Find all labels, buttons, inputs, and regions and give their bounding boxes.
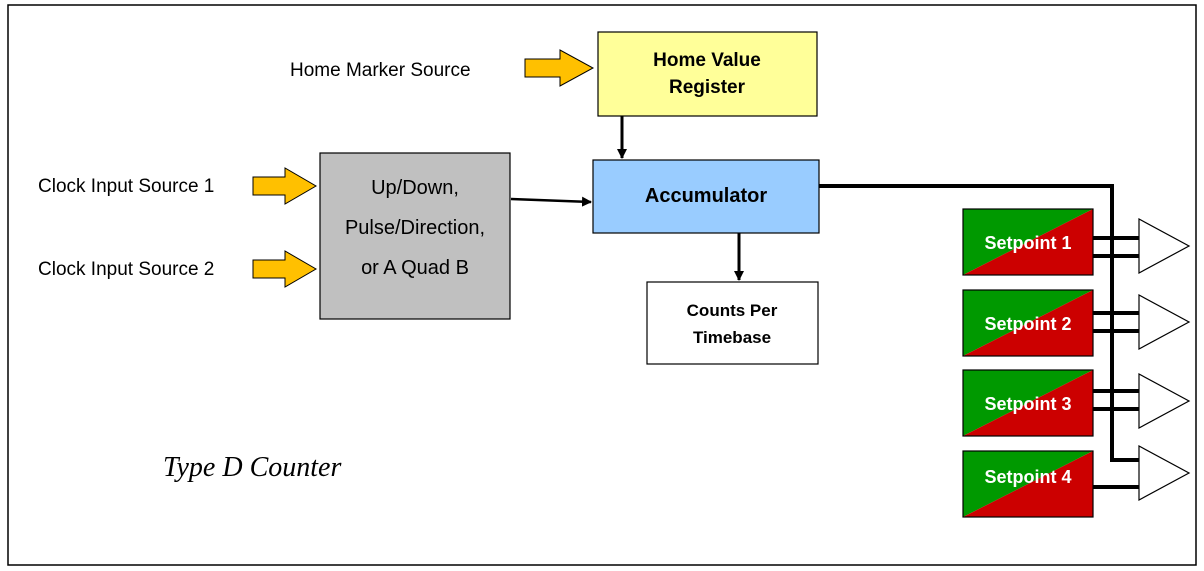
setpoint-4: Setpoint 4 xyxy=(962,450,1094,518)
mode-to-accumulator-arrow xyxy=(510,196,592,207)
clock-input-1-arrow xyxy=(252,167,317,205)
home-marker-source-label: Home Marker Source xyxy=(290,60,471,81)
accumulator-output-bus xyxy=(819,184,1139,462)
home-value-register-block xyxy=(597,31,818,117)
count-mode-label-line1: Up/Down, xyxy=(371,177,459,199)
accumulator-block xyxy=(592,159,820,234)
accumulator-label: Accumulator xyxy=(645,185,767,207)
clock-input-source-1-label: Clock Input Source 1 xyxy=(38,176,214,197)
comparator-3-symbol xyxy=(1138,372,1191,430)
counts-per-timebase-label-line1: Counts Per xyxy=(687,301,778,320)
count-mode-block xyxy=(319,152,511,320)
setpoint-3: Setpoint 3 xyxy=(962,369,1094,437)
home-value-register-label-line1: Home Value xyxy=(653,50,761,71)
setpoint-4-label: Setpoint 4 xyxy=(984,467,1071,487)
comparator-2-symbol xyxy=(1138,293,1191,351)
setpoint-3-label: Setpoint 3 xyxy=(984,394,1071,414)
comparator-4 xyxy=(1093,444,1191,502)
clock-input-2-arrow xyxy=(252,250,317,288)
home-marker-input-arrow xyxy=(524,49,595,87)
comparator-1 xyxy=(1093,217,1191,275)
home-value-register-label-line2: Register xyxy=(669,77,746,98)
setpoint-2: Setpoint 2 xyxy=(962,289,1094,357)
comparator-4-symbol xyxy=(1138,444,1191,502)
diagram-caption: Type D Counter xyxy=(163,452,341,483)
comparator-2 xyxy=(1093,293,1191,351)
count-mode-label-line3: or A Quad B xyxy=(361,257,469,279)
counts-per-timebase-block xyxy=(646,281,819,365)
counts-per-timebase-label-line2: Timebase xyxy=(693,328,771,347)
clock-input-source-2-label: Clock Input Source 2 xyxy=(38,259,214,280)
comparator-3 xyxy=(1093,372,1191,430)
setpoint-2-label: Setpoint 2 xyxy=(984,314,1071,334)
setpoint-1-label: Setpoint 1 xyxy=(984,233,1071,253)
comparator-1-symbol xyxy=(1138,217,1191,275)
count-mode-label-line2: Pulse/Direction, xyxy=(345,217,485,239)
setpoint-1: Setpoint 1 xyxy=(962,208,1094,276)
